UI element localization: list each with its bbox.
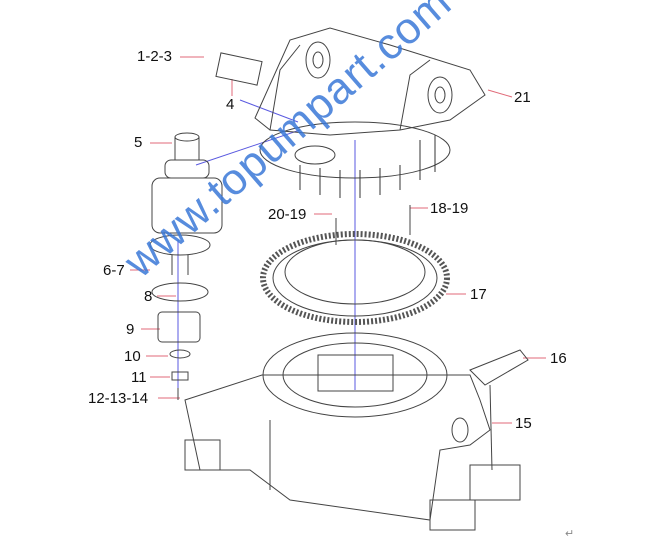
- top-bracket: [215, 27, 486, 198]
- label-part-1-2-3: 1-2-3: [137, 48, 173, 65]
- slewing-ring: [260, 205, 450, 325]
- base-frame: [184, 332, 529, 531]
- label-part-18-19: 18-19: [430, 200, 469, 217]
- return-mark-icon: ↵: [565, 528, 575, 540]
- label-part-11: 11: [131, 369, 147, 386]
- motor: [149, 132, 223, 400]
- assembly-axes: [177, 99, 356, 400]
- label-part-6-7: 6-7: [103, 262, 125, 279]
- label-part-5: 5: [134, 134, 143, 151]
- label-part-16: 16: [550, 350, 567, 367]
- label-part-4: 4: [226, 96, 235, 113]
- label-part-9: 9: [126, 321, 135, 338]
- label-part-8: 8: [144, 288, 153, 305]
- label-part-20-19: 20-19: [268, 206, 307, 223]
- label-part-10: 10: [124, 348, 141, 365]
- label-part-15: 15: [515, 415, 532, 432]
- leader-lines: [130, 56, 546, 424]
- label-part-17: 17: [470, 286, 487, 303]
- label-part-21: 21: [514, 89, 531, 106]
- label-part-12-13-14: 12-13-14: [88, 390, 149, 407]
